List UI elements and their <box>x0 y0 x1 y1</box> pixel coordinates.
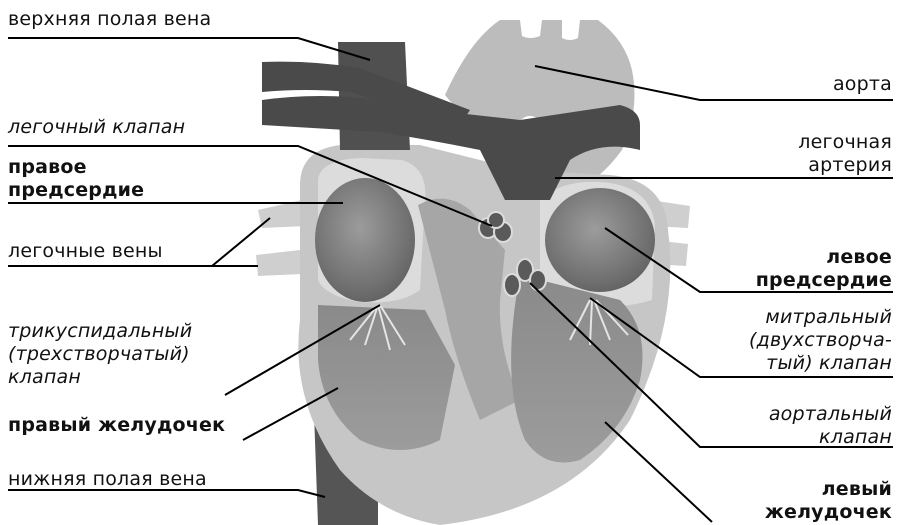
label-inferior-vena-cava: нижняя полая вена <box>8 468 207 491</box>
label-mitral-line2: (двухстворча- <box>749 329 892 352</box>
label-right-atrium: правое предсердие <box>8 156 144 202</box>
label-left-atrium-line2: предсердие <box>756 269 892 292</box>
label-pulmonary-valve: легочный клапан <box>8 116 185 139</box>
label-left-atrium: левое предсердие <box>756 246 892 292</box>
label-right-atrium-line2: предсердие <box>8 179 144 202</box>
label-aortic-valve: аортальный клапан <box>769 403 892 449</box>
label-pulmonary-artery: легочная артерия <box>798 131 892 177</box>
pulmonary-vein-right-upper <box>258 200 306 228</box>
label-right-ventricle: правый желудочек <box>8 414 225 437</box>
label-left-atrium-line1: левое <box>756 246 892 269</box>
label-left-ventricle-line1: левый <box>765 478 892 501</box>
label-pulmonary-veins: легочные вены <box>8 240 163 263</box>
label-left-ventricle: левый желудочек <box>765 478 892 524</box>
leader-ivc <box>8 490 325 497</box>
label-superior-vena-cava: верхняя полая вена <box>8 8 211 31</box>
label-mitral-line1: митральный <box>749 306 892 329</box>
leader-left-ventricle <box>605 422 712 522</box>
left-atrium-chamber <box>545 188 655 292</box>
left-ventricle-cavity <box>511 275 642 463</box>
label-aortic-valve-line1: аортальный <box>769 403 892 426</box>
label-pulmonary-artery-line1: легочная <box>798 131 892 154</box>
label-right-atrium-line1: правое <box>8 156 144 179</box>
label-tricuspid-line1: трикуспидальный <box>8 320 192 343</box>
label-pulmonary-artery-line2: артерия <box>798 154 892 177</box>
label-tricuspid-line3: клапан <box>8 366 192 389</box>
label-mitral-line3: тый) клапан <box>749 352 892 375</box>
label-left-ventricle-line2: желудочек <box>765 501 892 524</box>
label-mitral-valve: митральный (двухстворча- тый) клапан <box>749 306 892 375</box>
label-tricuspid-valve: трикуспидальный (трехстворчатый) клапан <box>8 320 192 389</box>
label-tricuspid-line2: (трехстворчатый) <box>8 343 192 366</box>
label-aorta: аорта <box>833 73 892 96</box>
pulmonary-vein-right-lower <box>256 250 302 276</box>
label-aortic-valve-line2: клапан <box>769 426 892 449</box>
right-atrium-chamber <box>315 178 415 302</box>
leader-svc <box>8 38 370 60</box>
